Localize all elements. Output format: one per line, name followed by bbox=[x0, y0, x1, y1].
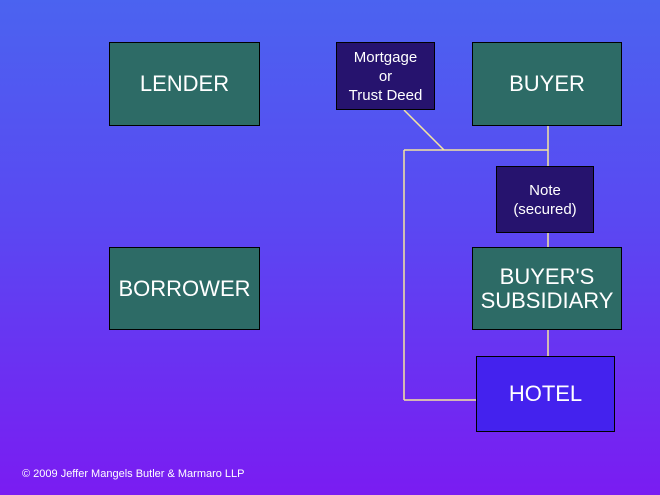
mortgage-trust-deed-box: Mortgage or Trust Deed bbox=[336, 42, 435, 110]
note-secured-box: Note (secured) bbox=[496, 166, 594, 233]
buyers-subsidiary-box: BUYER'S SUBSIDIARY bbox=[472, 247, 622, 330]
borrower-label: BORROWER bbox=[118, 275, 251, 301]
copyright-footer: © 2009 Jeffer Mangels Butler & Marmaro L… bbox=[22, 468, 245, 480]
buyer-box: BUYER bbox=[472, 42, 622, 126]
buyer-label: BUYER bbox=[509, 71, 585, 96]
lender-label: LENDER bbox=[139, 71, 230, 96]
lender-box: LENDER bbox=[109, 42, 260, 126]
note-secured-label: Note (secured) bbox=[513, 181, 577, 218]
mortgage-trust-deed-label: Mortgage or Trust Deed bbox=[348, 48, 423, 104]
buyers-subsidiary-label: BUYER'S SUBSIDIARY bbox=[480, 263, 614, 313]
connector-mortgage-to-junction bbox=[403, 109, 445, 151]
borrower-box: BORROWER bbox=[109, 247, 260, 330]
hotel-label: HOTEL bbox=[508, 381, 583, 406]
hotel-box: HOTEL bbox=[476, 356, 615, 432]
